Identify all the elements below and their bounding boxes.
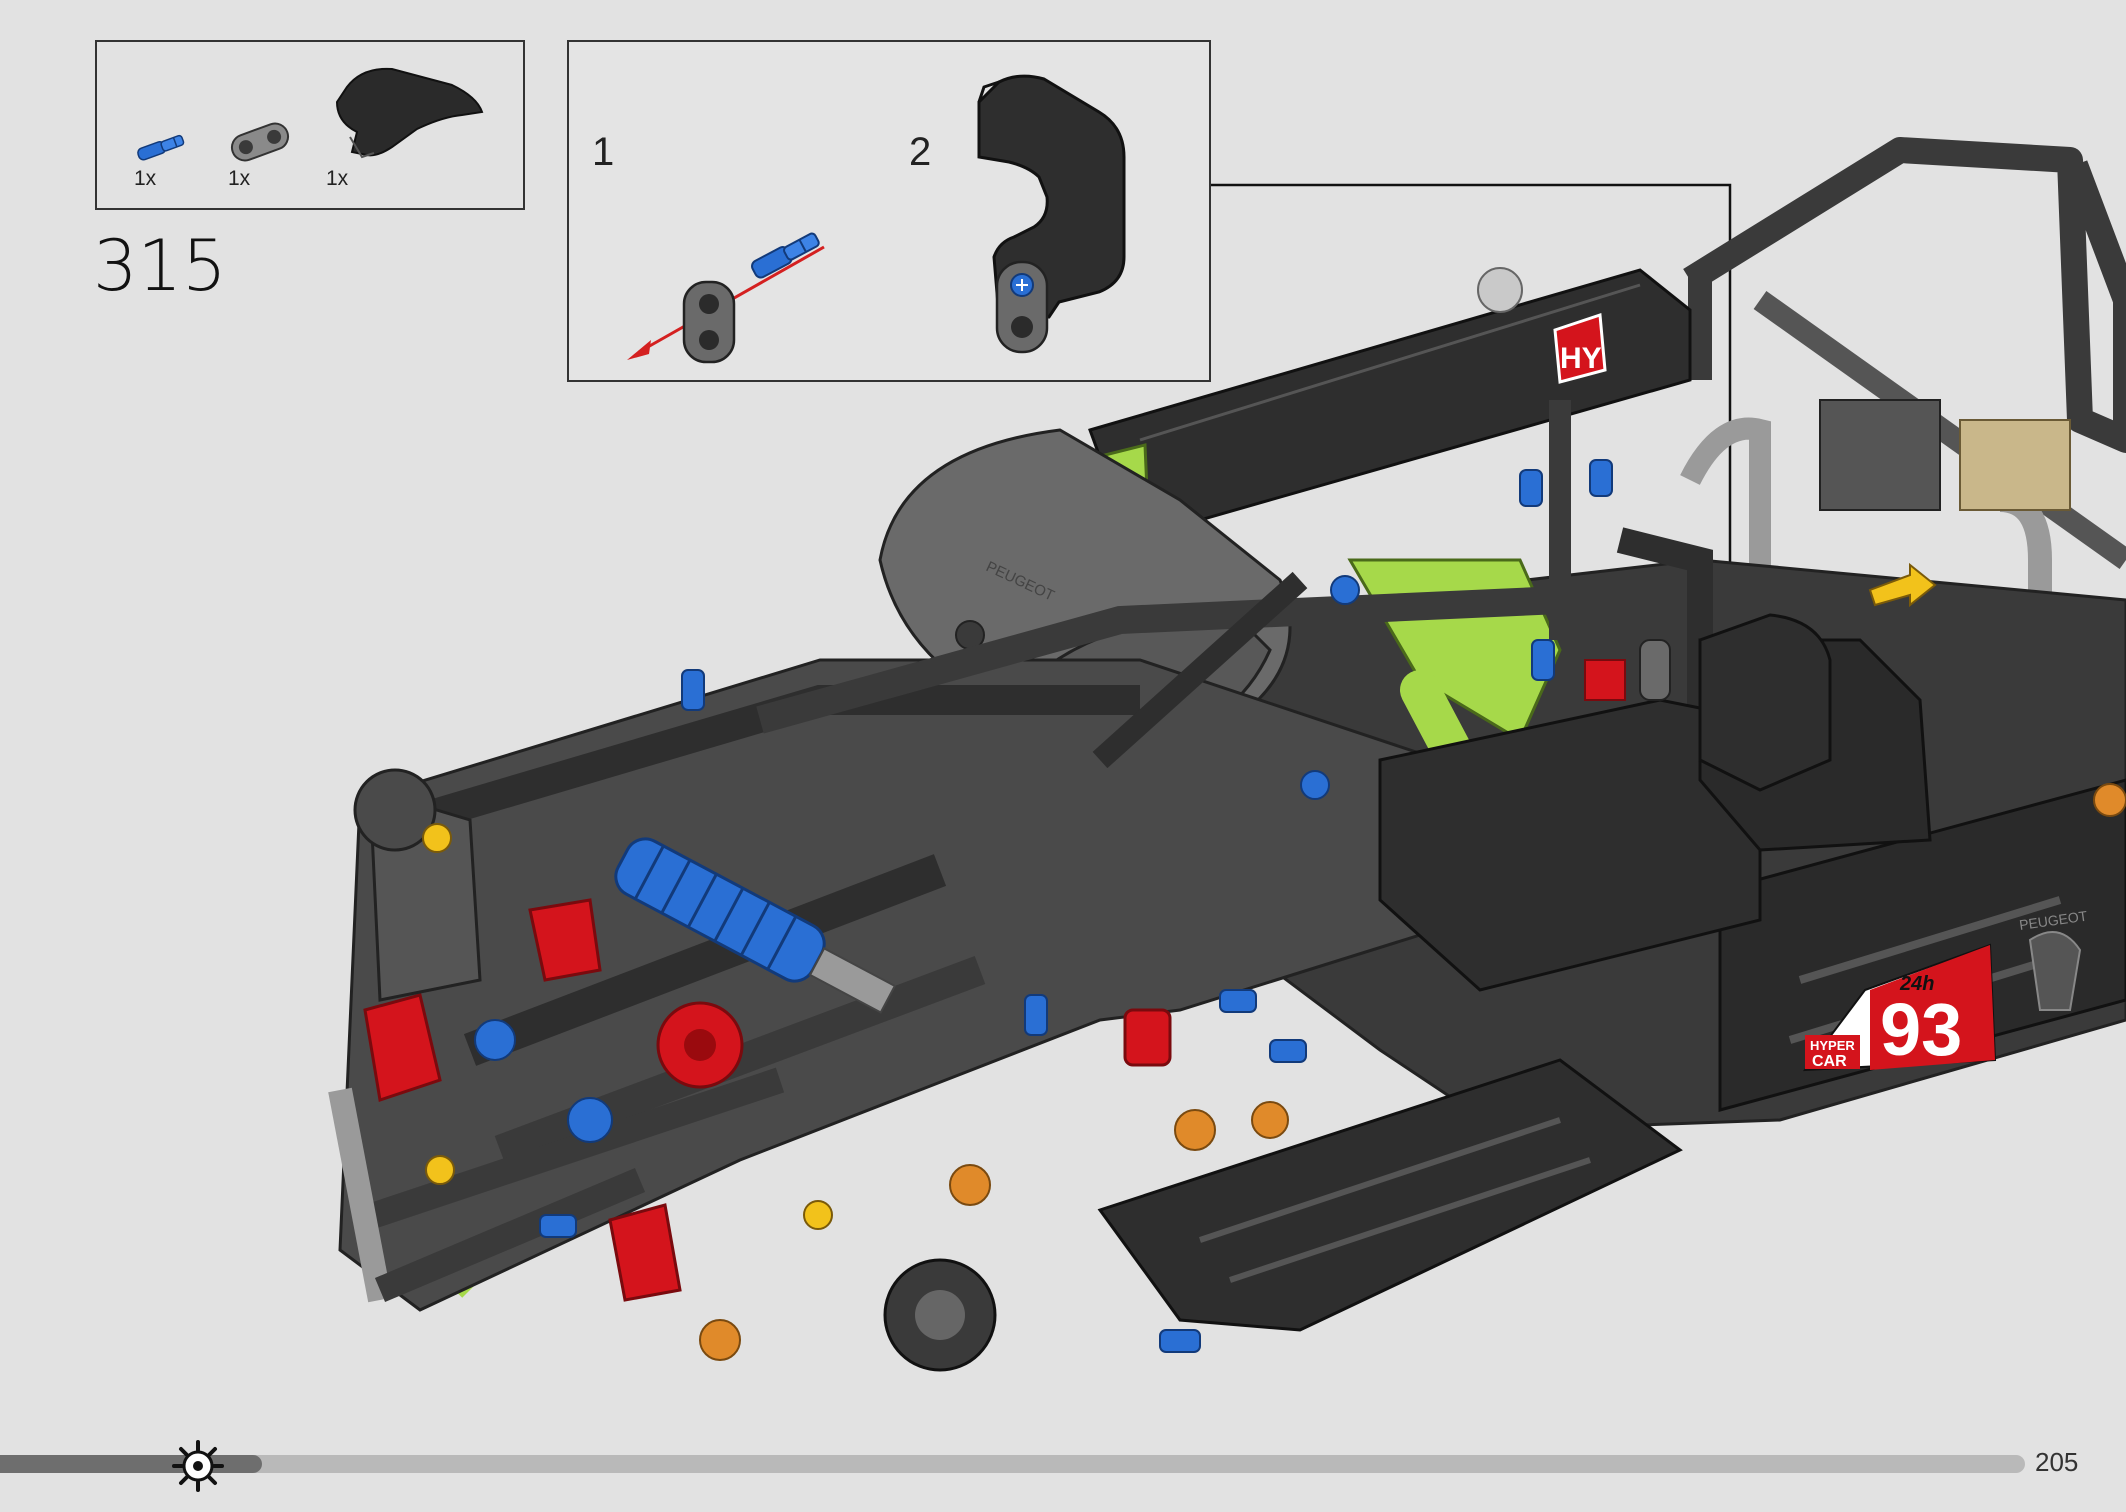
blue-axle-pin-icon: [137, 134, 185, 161]
page-number: 205: [2035, 1447, 2079, 1477]
page-progress-bar: [0, 1455, 2025, 1473]
part-quantity: 1x: [228, 167, 251, 190]
lower-arms: [328, 768, 997, 1372]
sub-assembly-callout: 1 2: [567, 40, 1211, 382]
floor-panel: [1097, 1058, 1683, 1332]
accent-parts: [422, 562, 2126, 1361]
gear-icon: [172, 1440, 225, 1492]
blue-pins: [474, 459, 1613, 1353]
front-chassis: [338, 400, 1713, 1312]
rear-frame: [1680, 137, 2126, 700]
sub-step-number: 2: [909, 130, 932, 174]
part-quantity: 1x: [134, 167, 157, 190]
race-number: 93: [1880, 988, 1962, 1071]
black-curved-panel-icon: [335, 67, 484, 159]
part-quantity: 1x: [326, 167, 349, 190]
sub-step-number: 1: [592, 130, 615, 174]
sub-step-1-illustration: [627, 232, 825, 364]
parts-list-box: 1x 1x 1x: [95, 40, 525, 210]
svg-text:HY: HY: [1560, 342, 1602, 375]
hy-badge: HY: [1553, 312, 1607, 384]
red-components: [363, 659, 1626, 1302]
hypercar-label-line1: HYPER: [1810, 1038, 1855, 1053]
placed-part: [1639, 613, 1832, 792]
race-number-panel: 93 24h HYPER CAR PEUGEOT: [1802, 908, 2089, 1072]
le-mans-logo: 24h: [1899, 973, 1934, 995]
sub-step-2-illustration: [977, 74, 1126, 354]
step-number: 315: [93, 225, 227, 307]
shock-absorber: [614, 837, 897, 1014]
gray-connector-icon: [230, 122, 290, 162]
hypercar-label-line2: CAR: [1812, 1053, 1847, 1070]
